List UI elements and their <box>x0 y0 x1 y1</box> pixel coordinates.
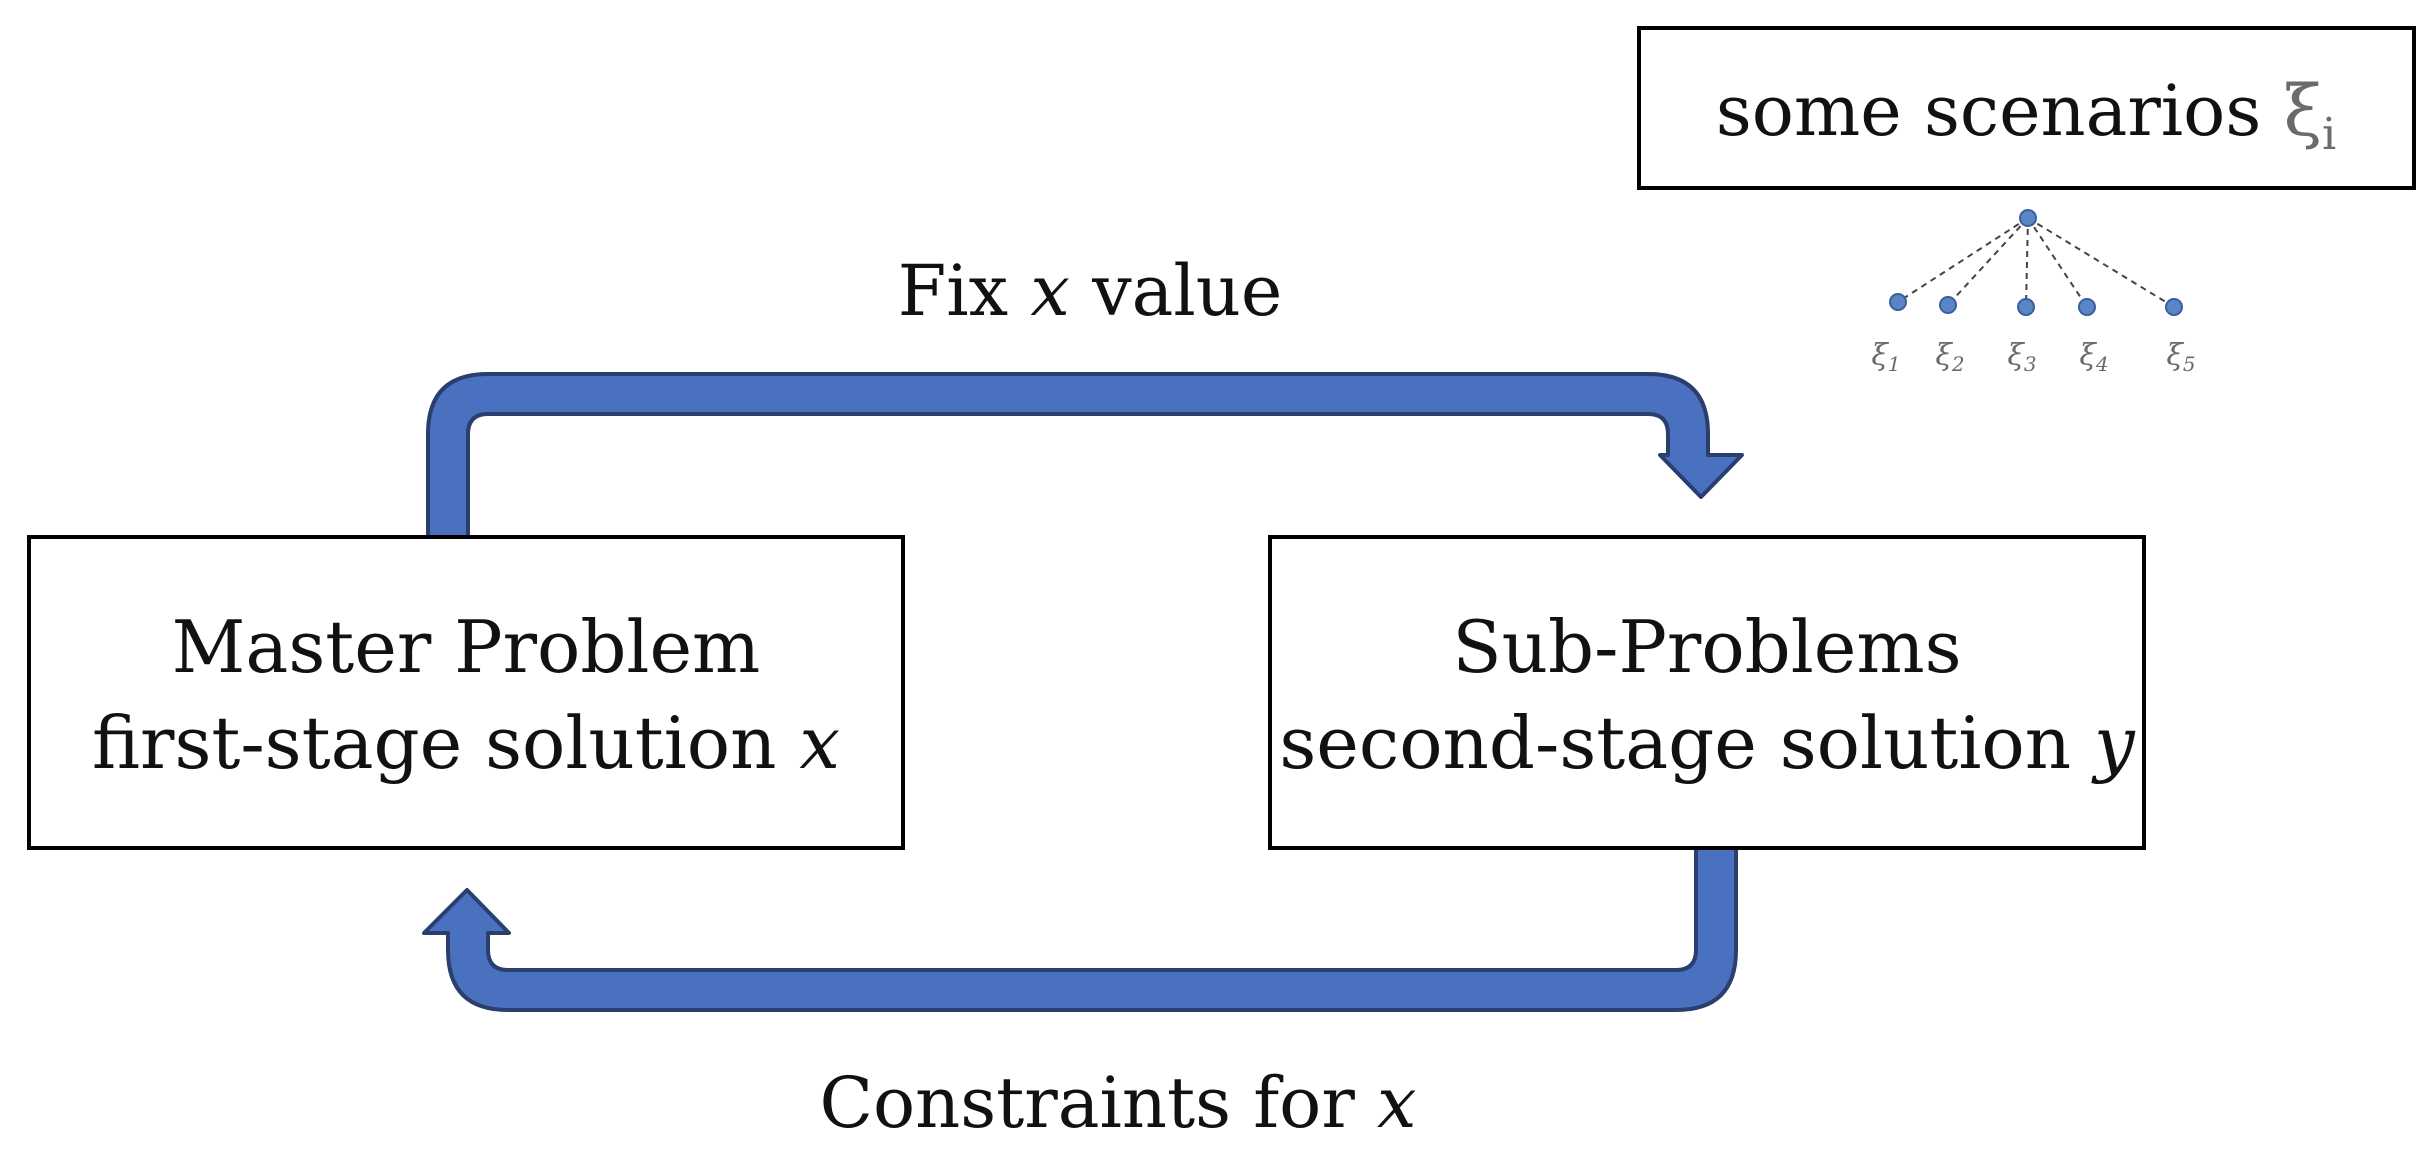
scenario-node-1 <box>1889 293 1907 311</box>
scenario-label-5: ξ5 <box>2166 338 2195 376</box>
sub-problems-title: Sub-Problems <box>1452 605 1961 689</box>
scenario-tree: ξ1 ξ2 ξ3 ξ4 ξ5 <box>1871 209 2196 376</box>
scenario-edge-3 <box>2025 217 2029 308</box>
scenario-label-4: ξ4 <box>2079 338 2108 376</box>
scenario-edge-5 <box>2027 217 2175 308</box>
scenario-node-3 <box>2017 298 2035 316</box>
fix-x-value-label: Fix x value <box>898 250 1283 332</box>
scenarios-box: some scenarios ξi <box>1637 26 2416 190</box>
master-problem-subtitle: first-stage solution x <box>92 701 840 785</box>
scenarios-label: some scenarios ξi <box>1716 70 2336 160</box>
constraints-arrow <box>422 846 1738 1012</box>
scenario-edge-1 <box>1897 217 2029 303</box>
scenario-node-2 <box>1939 296 1957 314</box>
scenario-tree-edges <box>1897 217 2175 308</box>
master-problem-box: Master Problem first-stage solution x <box>27 535 905 850</box>
scenario-tree-root-node <box>2019 209 2037 227</box>
master-problem-title: Master Problem <box>172 605 761 689</box>
scenario-label-1: ξ1 <box>1871 338 1900 376</box>
scenario-tree-leaves: ξ1 ξ2 ξ3 ξ4 ξ5 <box>1871 293 2196 376</box>
scenario-edge-4 <box>2027 217 2088 308</box>
sub-problems-subtitle: second-stage solution y <box>1279 701 2136 785</box>
scenario-node-4 <box>2078 298 2096 316</box>
scenario-label-2: ξ2 <box>1935 338 1964 376</box>
constraints-for-x-label: Constraints for x <box>819 1062 1416 1144</box>
scenario-edge-2 <box>1947 217 2029 306</box>
fix-x-arrow <box>426 372 1744 539</box>
scenario-node-5 <box>2165 298 2183 316</box>
sub-problems-box: Sub-Problems second-stage solution y <box>1268 535 2146 850</box>
scenario-label-3: ξ3 <box>2007 338 2036 376</box>
